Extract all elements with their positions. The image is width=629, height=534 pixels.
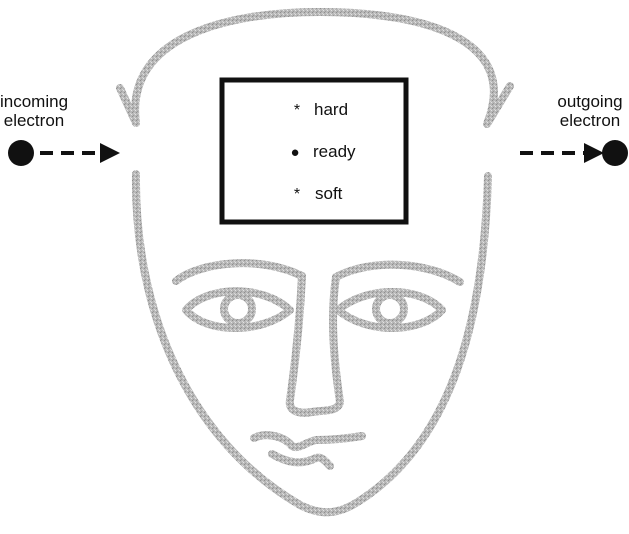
state-label-hard: hard — [314, 100, 349, 119]
right-eye — [334, 288, 446, 332]
incoming-electron-label: incoming electron — [0, 92, 68, 130]
incoming-label-line1: incoming — [0, 92, 69, 111]
right-eyebrow — [332, 260, 464, 286]
state-marker-hard: * — [293, 102, 301, 119]
left-eyebrow — [172, 259, 306, 285]
mouth — [250, 431, 366, 452]
state-box — [219, 77, 409, 225]
nose — [285, 272, 344, 417]
right-iris — [372, 291, 408, 327]
state-label-soft: soft — [315, 184, 343, 203]
face-outline — [131, 170, 492, 517]
outgoing-label-line1: outgoing — [557, 92, 623, 111]
incoming-arrow-head — [100, 143, 120, 163]
incoming-electron-dot — [8, 140, 34, 166]
left-eye — [182, 287, 294, 332]
outgoing-electron-label: outgoing electron — [553, 92, 627, 130]
outgoing-arrow-head — [584, 143, 604, 163]
incoming-label-line2: electron — [3, 111, 65, 130]
lower-lip — [268, 450, 334, 470]
state-marker-ready: ● — [290, 144, 300, 161]
outgoing-label-line2: electron — [559, 111, 621, 130]
state-marker-soft: * — [293, 186, 301, 203]
outgoing-electron-dot — [602, 140, 628, 166]
head-arc — [116, 8, 514, 128]
left-iris — [220, 291, 256, 327]
state-label-ready: ready — [313, 142, 356, 161]
